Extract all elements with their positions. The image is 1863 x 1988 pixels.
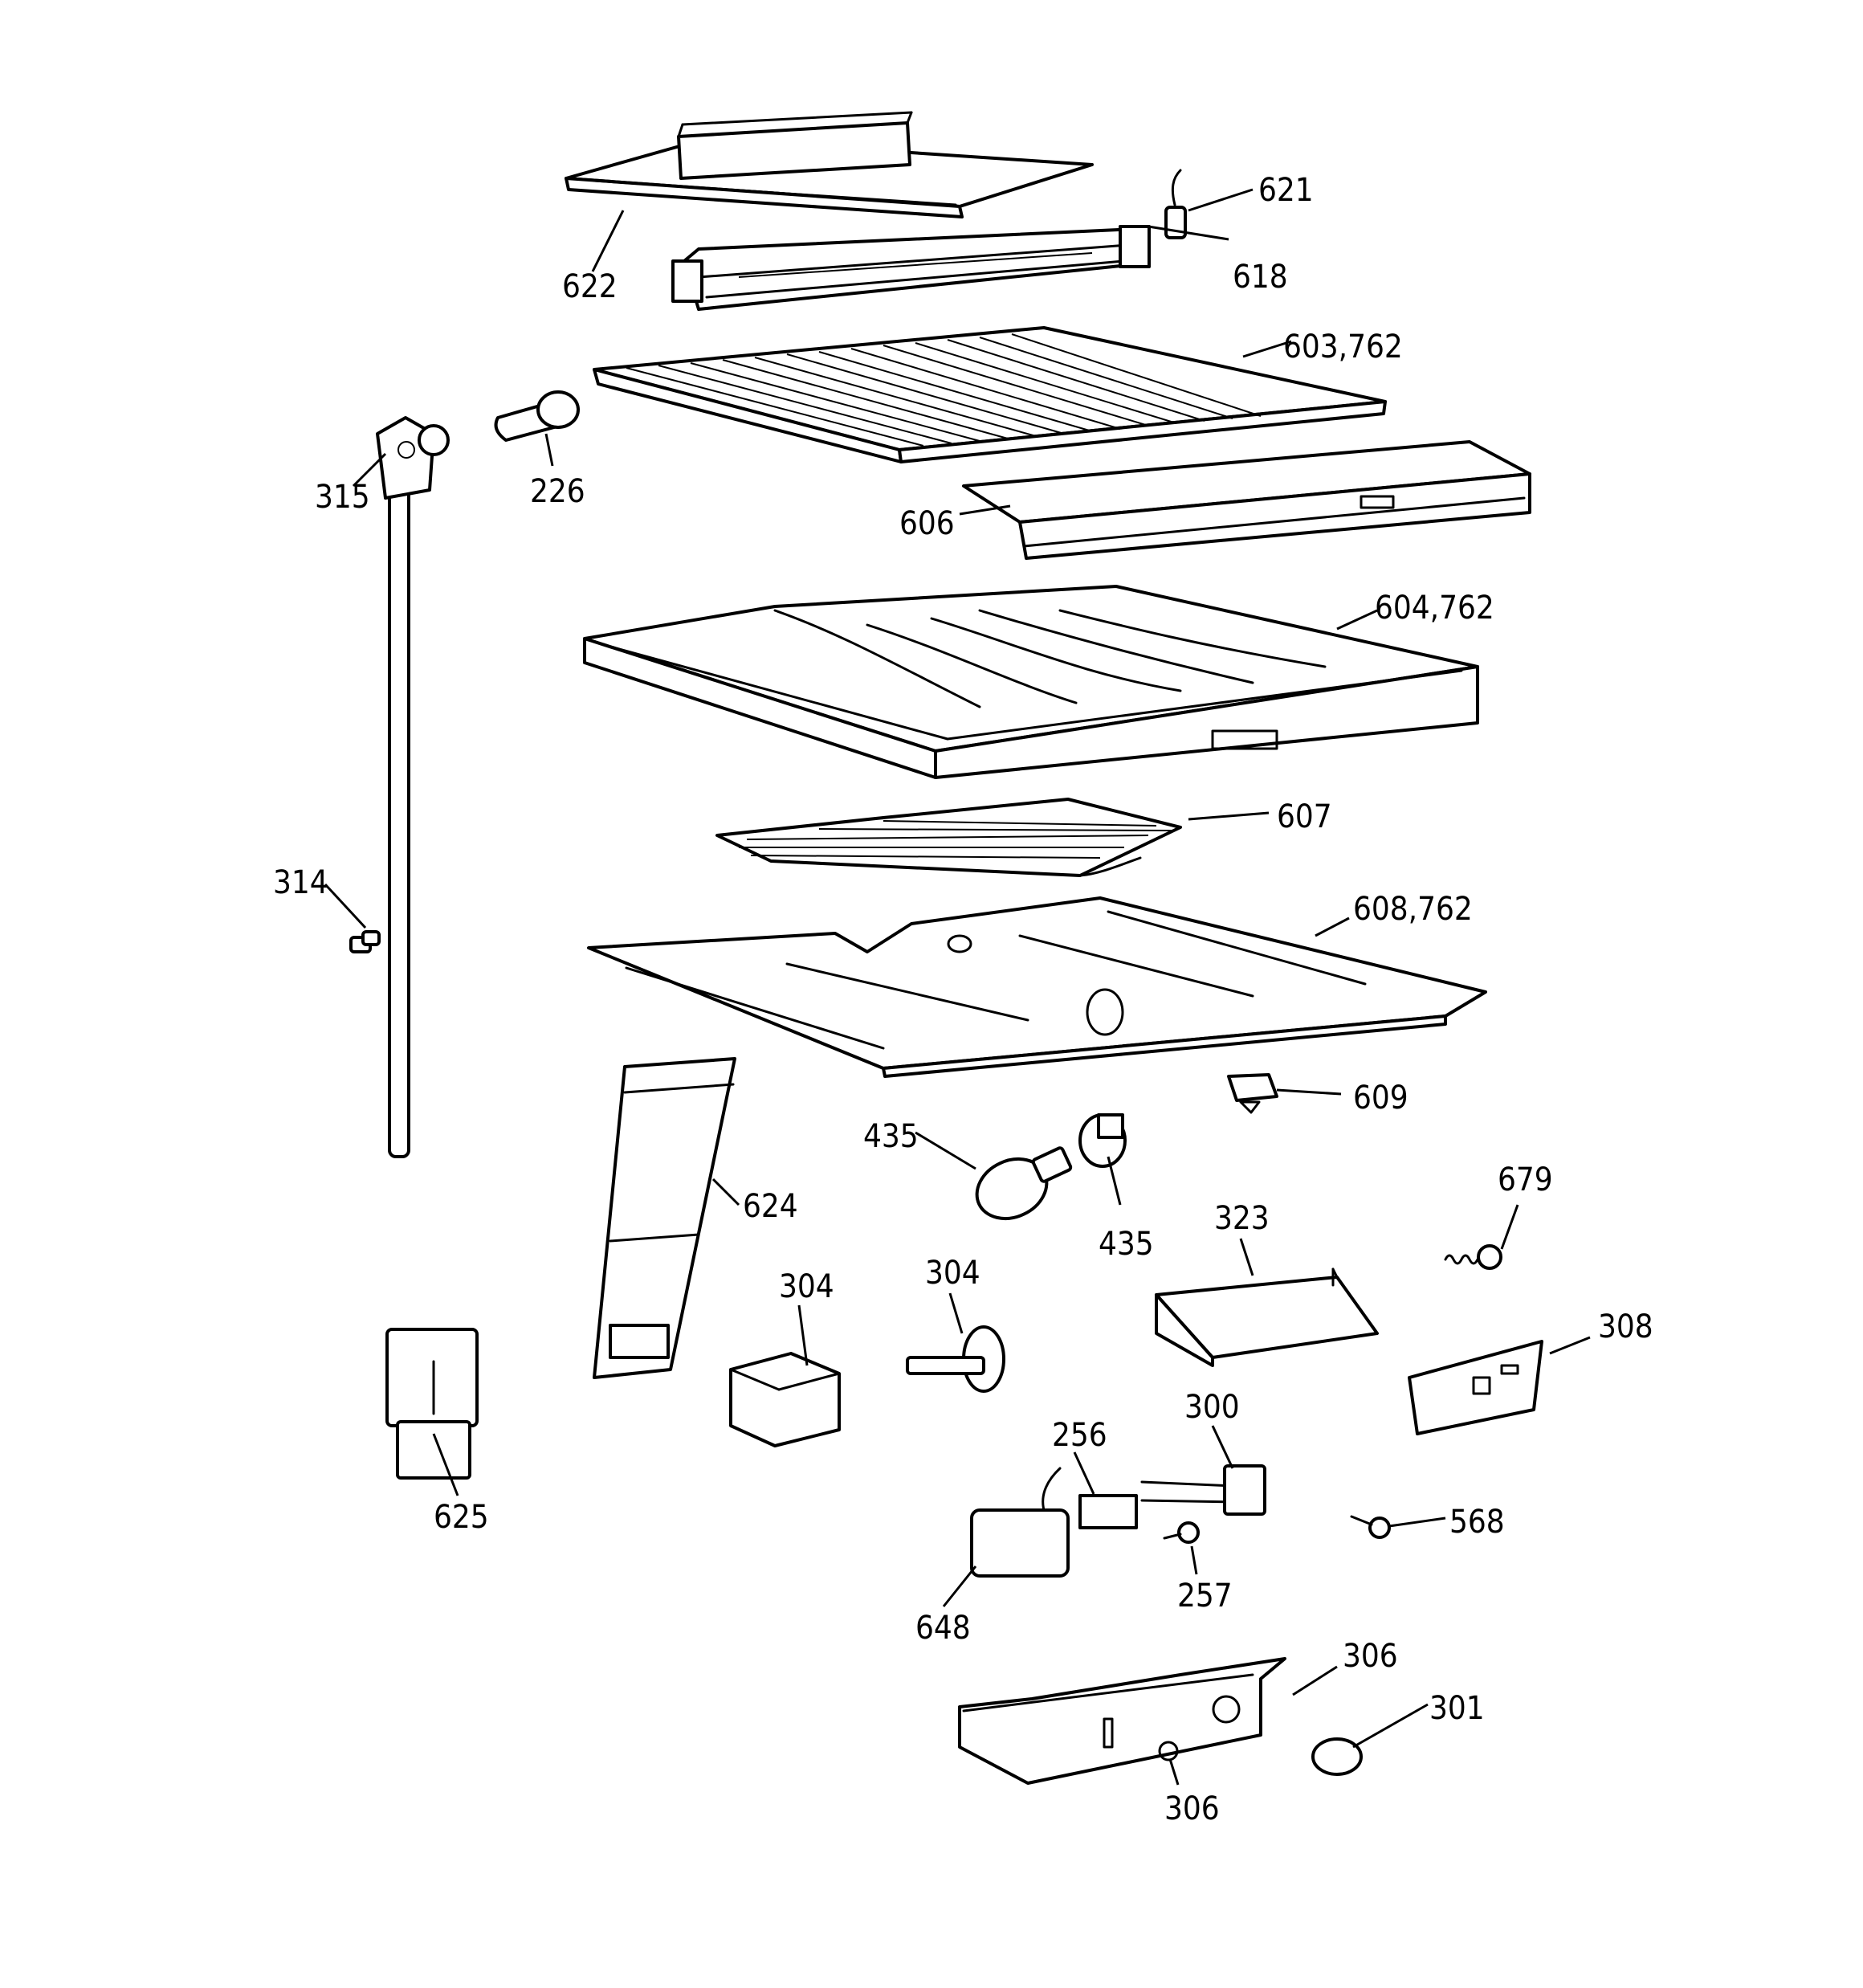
callout-624: 624: [743, 1188, 798, 1225]
part-622-cover: [565, 111, 1094, 218]
part-621-wire: [1164, 169, 1187, 239]
callout-314: 314: [273, 864, 328, 901]
part-603-shelf: [593, 326, 1387, 463]
callout-607: 607: [1277, 798, 1332, 835]
callout-608-762: 608,762: [1353, 891, 1473, 928]
callout-609: 609: [1353, 1080, 1408, 1116]
part-323-bracket: [1155, 1268, 1379, 1367]
part-624-duct: [593, 1057, 736, 1379]
part-618-rail: [671, 225, 1151, 311]
callout-568: 568: [1449, 1504, 1505, 1541]
part-256-block: [1078, 1494, 1138, 1529]
callout-679: 679: [1498, 1161, 1553, 1198]
part-308-plate: [1408, 1340, 1543, 1435]
callout-618: 618: [1233, 259, 1288, 296]
part-435-bulb: [975, 1146, 1073, 1220]
callout-256: 256: [1052, 1417, 1107, 1454]
callout-304-knob: 304: [925, 1255, 980, 1292]
callout-435-bulb: 435: [863, 1118, 919, 1155]
callout-306-housing: 306: [1343, 1638, 1398, 1675]
part-257-screw: [1163, 1521, 1200, 1544]
callout-300: 300: [1184, 1389, 1240, 1426]
part-304-knob: [906, 1325, 1005, 1393]
part-608-lower-shelf: [587, 896, 1487, 1078]
part-315-pole: [376, 416, 450, 1158]
callout-606: 606: [899, 505, 955, 542]
part-679-screw: [1444, 1244, 1502, 1270]
part-609-clip: [1227, 1073, 1278, 1114]
callout-labels: 622 621 618 603,762 315 226 606 604,762 …: [273, 172, 1653, 1827]
part-306-housing: [958, 1657, 1286, 1785]
part-301-knob: [1311, 1737, 1363, 1776]
part-304-block: [729, 1352, 841, 1447]
callout-226: 226: [530, 473, 585, 510]
part-300-thermostat: [1140, 1464, 1266, 1516]
part-568-screw: [1350, 1515, 1391, 1539]
callout-306-hole: 306: [1164, 1790, 1220, 1827]
part-648-motor: [970, 1467, 1070, 1578]
part-607-screen: [715, 798, 1182, 877]
callout-323: 323: [1214, 1200, 1270, 1237]
callout-625: 625: [434, 1499, 489, 1536]
callout-304-block: 304: [779, 1268, 834, 1305]
part-625-switch: [385, 1328, 479, 1480]
callout-308: 308: [1598, 1308, 1653, 1345]
part-435-socket: [1078, 1113, 1127, 1168]
callout-301: 301: [1429, 1690, 1485, 1727]
callout-315: 315: [315, 479, 370, 516]
part-604-shelf-frame: [583, 585, 1479, 779]
callout-648: 648: [915, 1610, 971, 1647]
part-606-crisper-cover: [962, 440, 1531, 560]
callout-257: 257: [1177, 1578, 1233, 1614]
part-314-clip: [349, 930, 381, 953]
part-226-cylinder: [494, 390, 580, 442]
callout-435-socket: 435: [1099, 1226, 1154, 1263]
callout-621: 621: [1258, 172, 1314, 209]
leader-lines: [324, 188, 1591, 1786]
callout-604-762: 604,762: [1375, 590, 1494, 627]
callout-603-762: 603,762: [1283, 329, 1403, 365]
callout-622: 622: [562, 268, 618, 305]
